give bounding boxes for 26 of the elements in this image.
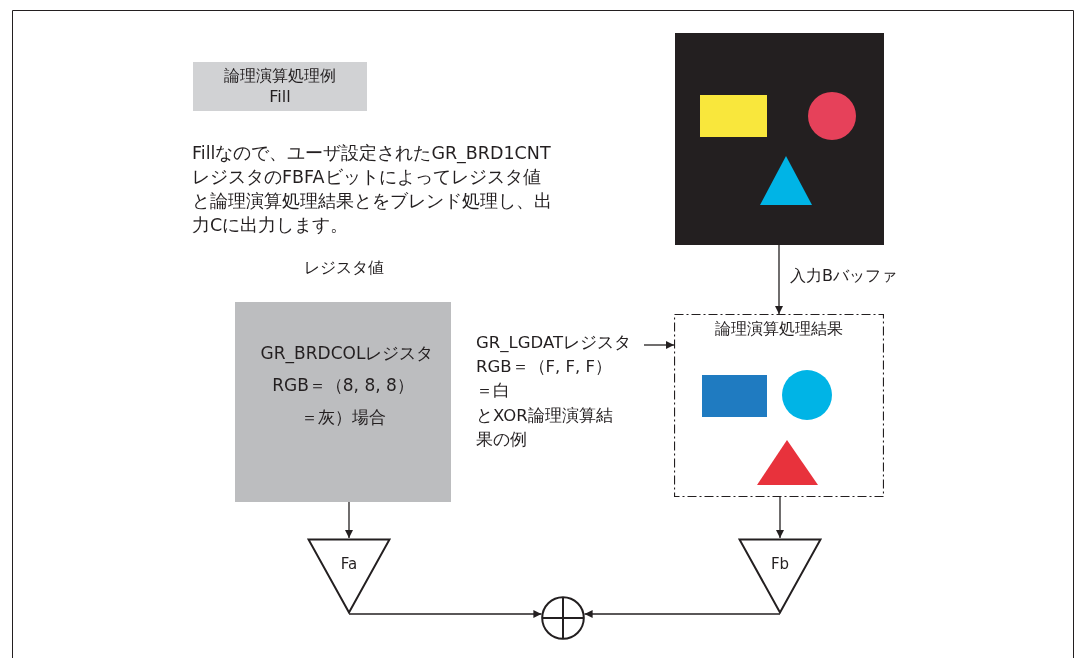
arrow	[584, 610, 781, 618]
subtitle-text: Fill	[268, 87, 292, 106]
note-text: とXOR論理演算結果の例	[476, 405, 614, 451]
edge-label: 入力Bバッファ	[790, 265, 897, 287]
register-box	[235, 302, 451, 502]
arrow	[775, 244, 783, 315]
gain-triangle: Fb	[738, 538, 822, 614]
register-text: GR_BRDCOLレジスタ	[259, 342, 435, 365]
title-text: 論理演算処理例	[223, 66, 337, 87]
note-text: ＝白	[476, 380, 510, 402]
note-text: GR_LGDATレジスタ	[476, 332, 631, 354]
panel-heading: 論理演算処理結果	[714, 319, 844, 340]
note-text: RGB＝（F, F, F）	[476, 356, 613, 378]
adder-symbol	[541, 596, 585, 640]
register-caption: レジスタ値	[304, 258, 384, 279]
description-text: Fillなので、ユーザ設定されたGR_BRD1CNTレジスタのFBFAビットによってレジスタ値と論理演算処理結果とをブレンド処理し、出力Cに出力します。	[192, 142, 553, 237]
arrow	[348, 610, 542, 618]
gain-triangle: Fa	[307, 538, 391, 614]
shapes-drawing	[675, 33, 884, 245]
title-box	[193, 62, 367, 111]
arrow	[345, 501, 353, 539]
result-panel	[674, 314, 884, 497]
arrow	[643, 341, 675, 349]
arrow	[776, 496, 784, 539]
register-text: ＝灰）場合	[299, 406, 387, 429]
register-text: RGB＝（8, 8, 8）	[271, 374, 415, 397]
